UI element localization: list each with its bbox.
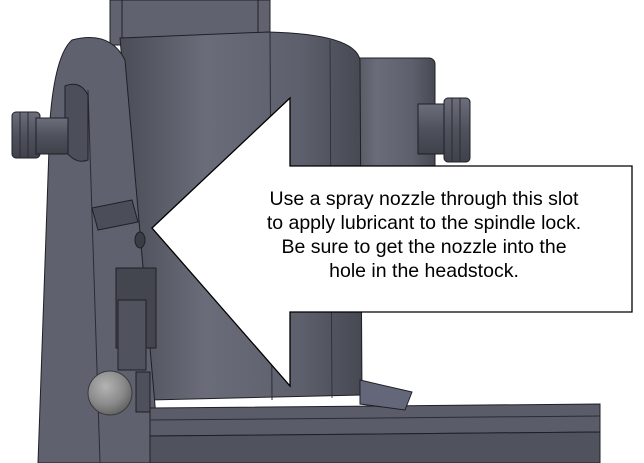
lock-knob bbox=[87, 370, 133, 416]
callout-arrow bbox=[151, 96, 633, 388]
spindle-lock-lever bbox=[87, 370, 151, 416]
callout-line-3: Be sure to get the nozzle into the bbox=[281, 236, 567, 258]
callout-text: Use a spray nozzle through this slot to … bbox=[232, 187, 616, 283]
lathe-bed-rail bbox=[149, 379, 601, 463]
left-spindle-shaft bbox=[11, 111, 69, 159]
lubrication-slot bbox=[91, 199, 157, 371]
callout-line-2: to apply lubricant to the spindle lock. bbox=[266, 212, 582, 234]
callout-line-4: hole in the headstock. bbox=[329, 260, 519, 282]
right-spindle-shaft bbox=[417, 97, 471, 163]
callout-line-1: Use a spray nozzle through this slot bbox=[269, 188, 579, 210]
